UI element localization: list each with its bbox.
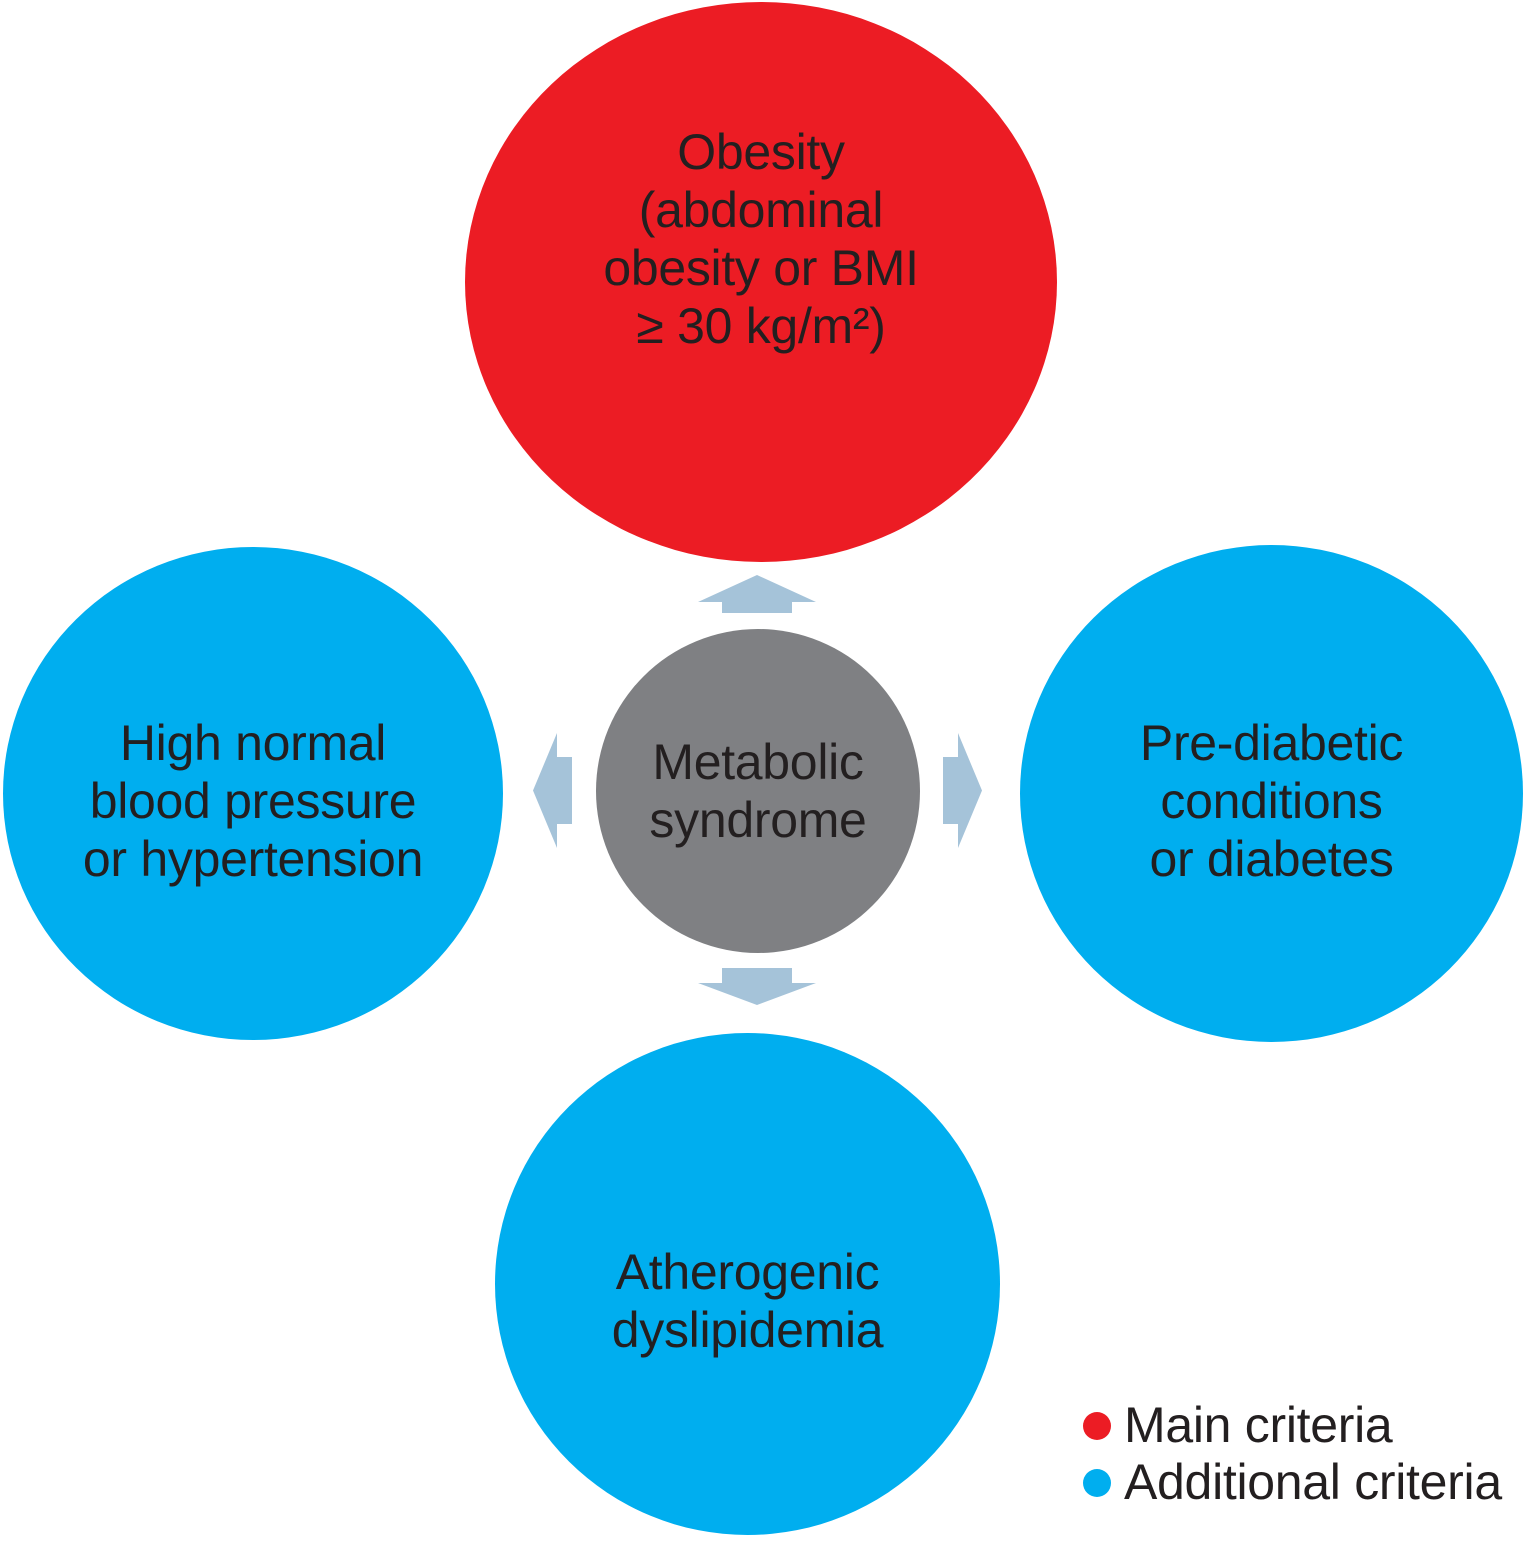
arrow-left-icon [533, 733, 572, 848]
legend-label-additional: Additional criteria [1124, 1454, 1502, 1510]
node-blood-pressure: High normal blood pressure or hypertensi… [3, 547, 503, 1040]
legend-label-main: Main criteria [1124, 1397, 1393, 1453]
arrow-down-icon [698, 968, 816, 1005]
node-pre-diabetic-label: Pre-diabetic conditions or diabetes [1139, 714, 1404, 887]
legend: Main criteria Additional criteria [1083, 1397, 1502, 1511]
legend-item-additional: Additional criteria [1083, 1454, 1502, 1511]
legend-item-main: Main criteria [1083, 1397, 1502, 1454]
arrow-up-icon [698, 575, 816, 613]
legend-bullet-additional-icon [1083, 1468, 1111, 1497]
legend-bullet-main-icon [1083, 1411, 1111, 1440]
node-dyslipidemia: Atherogenic dyslipidemia [495, 1033, 1000, 1535]
arrow-right-icon [943, 733, 982, 848]
node-dyslipidemia-label: Atherogenic dyslipidemia [611, 1244, 884, 1358]
node-metabolic-syndrome-label: Metabolic syndrome [649, 734, 867, 848]
node-blood-pressure-label: High normal blood pressure or hypertensi… [82, 714, 424, 887]
node-obesity-label: Obesity (abdominal obesity or BMI ≥ 30 k… [603, 124, 919, 354]
node-metabolic-syndrome: Metabolic syndrome [596, 629, 920, 953]
node-obesity: Obesity (abdominal obesity or BMI ≥ 30 k… [465, 2, 1057, 562]
node-pre-diabetic: Pre-diabetic conditions or diabetes [1020, 545, 1523, 1042]
